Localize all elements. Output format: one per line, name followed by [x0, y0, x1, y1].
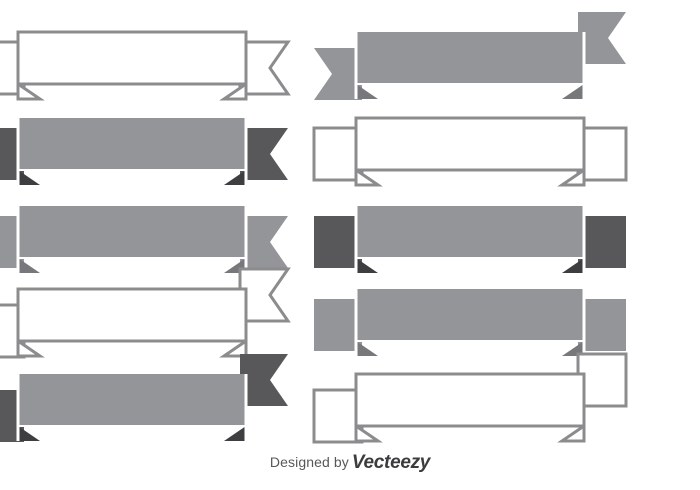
- ribbon-fold-left: [356, 341, 378, 356]
- ribbon-fold-left: [354, 423, 383, 443]
- solid-symmetric-flat-light-tail-ribbon[interactable]: [306, 263, 634, 373]
- ribbon-separators: [16, 206, 248, 273]
- ribbon-tail-left: [314, 216, 362, 268]
- ribbon-fold-right: [224, 170, 246, 185]
- ribbon-fold-outlines: [16, 338, 248, 358]
- ribbon-banner-rect: [18, 206, 246, 258]
- ribbon-folds: [18, 170, 246, 185]
- solid-symmetric-notched-dark-tail-ribbon[interactable]: [0, 92, 296, 202]
- ribbon-tails: [314, 216, 626, 268]
- solid-symmetric-notched-light-ribbon[interactable]: [0, 180, 296, 290]
- ribbon-banner-rect: [354, 116, 586, 172]
- ribbon-tail-right: [578, 216, 626, 268]
- ribbon-tail-right: [240, 216, 288, 268]
- ribbon-fold-left: [18, 170, 40, 185]
- ribbon-banner: [354, 116, 586, 172]
- ribbon-banner: [354, 372, 586, 428]
- ribbon-tail-right: [240, 128, 288, 180]
- ribbon-tails: [312, 352, 628, 444]
- outline-symmetric-notched-ribbon[interactable]: [0, 6, 296, 116]
- watermark-prefix: Designed by: [269, 454, 349, 470]
- ribbon-tail-right: [578, 299, 626, 351]
- ribbon-tail-right: [578, 12, 626, 64]
- ribbon-tail-right: [238, 40, 291, 96]
- ribbon-fold-left: [18, 258, 40, 273]
- ribbon-tail-right: [238, 267, 291, 323]
- ribbon-separators: [354, 289, 586, 356]
- ribbon-banner-outline: [354, 372, 586, 428]
- ribbon-fold-left: [354, 167, 383, 187]
- ribbon-banner: [18, 118, 246, 170]
- ribbon-banner-outline: [16, 30, 248, 86]
- ribbon-banner-rect: [356, 206, 584, 258]
- ribbon-banner-outline: [354, 116, 586, 172]
- ribbon-fold-outlines: [354, 423, 586, 443]
- ribbon-folds: [356, 258, 584, 273]
- ribbon-tail-right: [240, 354, 288, 406]
- ribbon-folds: [356, 341, 584, 356]
- ribbon-banner-rect: [18, 118, 246, 170]
- ribbon-tail-left: [314, 48, 362, 100]
- ribbon-separators: [354, 206, 586, 273]
- ribbon-banner: [356, 32, 584, 84]
- ribbon-banner-rect: [356, 289, 584, 341]
- ribbon-tails: [0, 267, 291, 359]
- ribbon-banner: [18, 206, 246, 258]
- ribbon-fold-right: [562, 258, 584, 273]
- ribbon-tails: [314, 299, 626, 351]
- ribbon-fold-left: [18, 426, 40, 441]
- ribbon-folds: [356, 84, 584, 99]
- ribbon-banner: [18, 374, 246, 426]
- ribbon-fold-left: [16, 81, 45, 101]
- ribbon-separators: [16, 374, 248, 441]
- ribbon-fold-right: [557, 167, 586, 187]
- ribbon-separators: [16, 118, 248, 185]
- ribbon-fold-right: [562, 84, 584, 99]
- ribbon-banner: [356, 206, 584, 258]
- ribbon-fold-left: [356, 84, 378, 99]
- ribbon-tails: [314, 12, 626, 100]
- ribbon-tail-left: [314, 299, 362, 351]
- ribbon-fold-left: [356, 258, 378, 273]
- ribbon-banner: [16, 30, 248, 86]
- solid-asymmetric-notched-ribbon[interactable]: [306, 6, 634, 116]
- ribbon-fold-left: [16, 338, 45, 358]
- ribbon-banner: [356, 289, 584, 341]
- ribbon-banner-rect: [16, 30, 248, 86]
- watermark-brand: Vecteezy: [351, 452, 431, 473]
- ribbon-fold-right: [219, 338, 248, 358]
- ribbon-fold-right: [224, 426, 246, 441]
- solid-asymmetric-notched-dark-tail-ribbon[interactable]: [0, 348, 296, 458]
- outline-symmetric-flat-tail-ribbon[interactable]: [306, 92, 634, 202]
- ribbon-fold-right: [562, 341, 584, 356]
- ribbon-fold-right: [557, 423, 586, 443]
- ribbon-fold-right: [219, 81, 248, 101]
- ribbon-banner-rect: [354, 372, 586, 428]
- ribbon-folds: [18, 426, 246, 441]
- ribbon-banner-rect: [18, 374, 246, 426]
- ribbon-fold-outlines: [16, 81, 248, 101]
- ribbon-banner-rect: [356, 32, 584, 84]
- outline-asymmetric-flat-tail-ribbon[interactable]: [306, 348, 634, 458]
- ribbon-fold-outlines: [354, 167, 586, 187]
- solid-symmetric-flat-dark-tail-ribbon[interactable]: [306, 180, 634, 290]
- outline-asymmetric-notched-ribbon[interactable]: [0, 263, 296, 373]
- ribbon-banner: [16, 287, 248, 343]
- ribbon-banner-outline: [16, 287, 248, 343]
- ribbon-banner-rect: [16, 287, 248, 343]
- ribbon-separators: [354, 32, 586, 99]
